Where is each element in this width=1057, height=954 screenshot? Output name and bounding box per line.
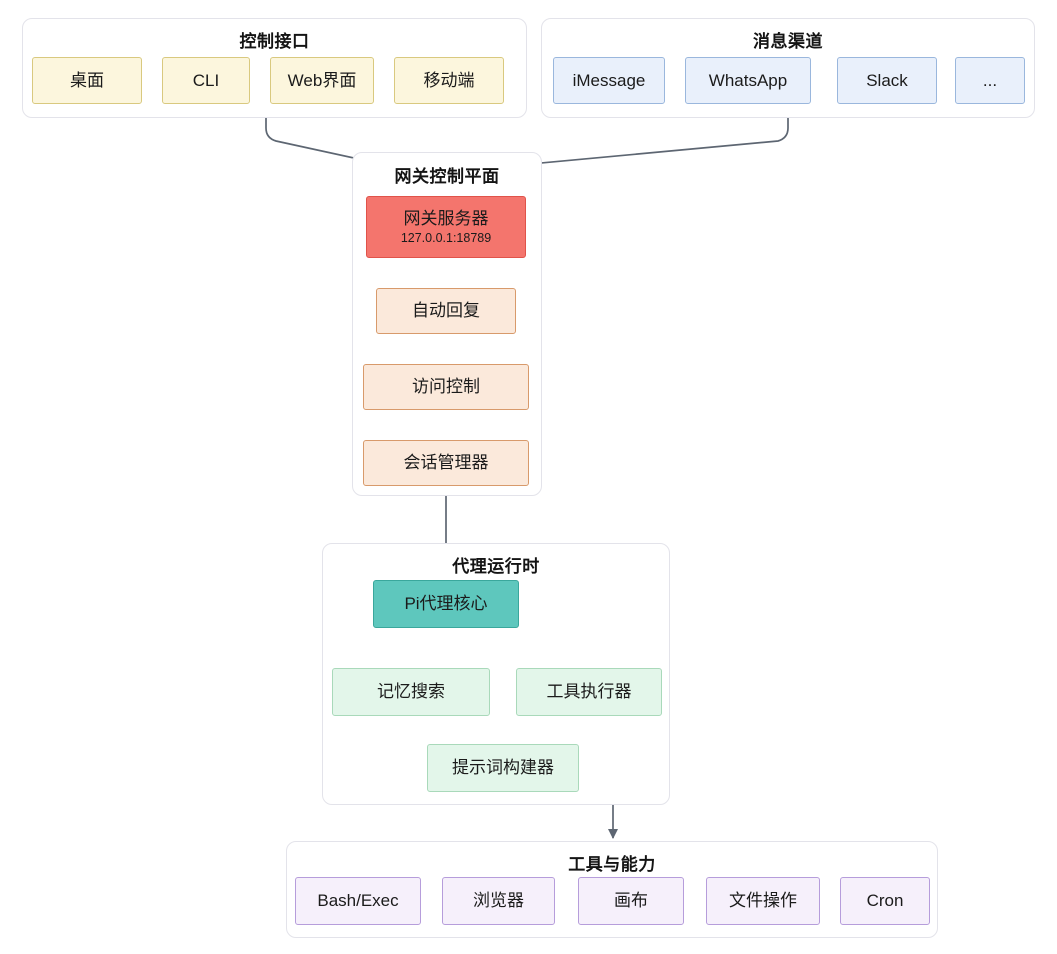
node-auto-reply[interactable]: 自动回复 [376, 288, 516, 334]
node-canvas[interactable]: 画布 [578, 877, 684, 925]
node-more-channels[interactable]: ... [955, 57, 1025, 104]
node-sublabel-gateway-address: 127.0.0.1:18789 [400, 230, 492, 245]
node-label-whatsapp: WhatsApp [708, 70, 788, 90]
node-label-mobile: 移动端 [423, 70, 475, 90]
node-label-browser: 浏览器 [473, 891, 524, 911]
node-label-session-manager: 会话管理器 [403, 453, 489, 473]
node-bash-exec[interactable]: Bash/Exec [295, 877, 421, 925]
cluster-title-gateway-control-plane: 网关控制平面 [394, 167, 500, 186]
node-label-tool-executor: 工具执行器 [546, 682, 632, 702]
node-label-prompt-builder: 提示词构建器 [452, 758, 554, 778]
node-pi-agent-core[interactable]: Pi代理核心 [373, 580, 519, 628]
cluster-title-message-channels: 消息渠道 [753, 32, 823, 51]
node-label-cli: CLI [192, 70, 220, 90]
node-label-canvas: 画布 [614, 891, 648, 911]
cluster-title-control-interfaces: 控制接口 [239, 32, 310, 51]
node-web-ui[interactable]: Web界面 [270, 57, 374, 104]
node-label-file-ops: 文件操作 [729, 891, 797, 911]
node-gateway-server[interactable]: 网关服务器 127.0.0.1:18789 [366, 196, 526, 258]
node-label-pi-agent-core: Pi代理核心 [404, 594, 488, 614]
node-label-bash-exec: Bash/Exec [317, 891, 399, 911]
node-file-ops[interactable]: 文件操作 [706, 877, 820, 925]
node-prompt-builder[interactable]: 提示词构建器 [427, 744, 579, 792]
cluster-title-agent-runtime: 代理运行时 [452, 557, 540, 576]
node-label-cron: Cron [866, 891, 904, 911]
node-memory-search[interactable]: 记忆搜索 [332, 668, 490, 716]
node-imessage[interactable]: iMessage [553, 57, 665, 104]
node-browser[interactable]: 浏览器 [442, 877, 555, 925]
node-desktop[interactable]: 桌面 [32, 57, 142, 104]
node-label-auto-reply: 自动回复 [412, 301, 480, 321]
cluster-title-tools-and-capabilities: 工具与能力 [568, 855, 656, 874]
node-cli[interactable]: CLI [162, 57, 250, 104]
node-whatsapp[interactable]: WhatsApp [685, 57, 811, 104]
node-session-manager[interactable]: 会话管理器 [363, 440, 529, 486]
node-mobile[interactable]: 移动端 [394, 57, 504, 104]
node-label-slack: Slack [866, 70, 908, 90]
node-label-memory-search: 记忆搜索 [377, 682, 445, 702]
node-label-desktop: 桌面 [70, 70, 104, 90]
node-label-more-channels: ... [982, 70, 998, 90]
node-cron[interactable]: Cron [840, 877, 930, 925]
node-label-imessage: iMessage [572, 70, 646, 90]
node-label-gateway-server: 网关服务器 [403, 208, 489, 228]
node-label-web-ui: Web界面 [287, 70, 357, 90]
node-access-control[interactable]: 访问控制 [363, 364, 529, 410]
node-slack[interactable]: Slack [837, 57, 937, 104]
node-tool-executor[interactable]: 工具执行器 [516, 668, 662, 716]
node-label-access-control: 访问控制 [412, 377, 480, 397]
